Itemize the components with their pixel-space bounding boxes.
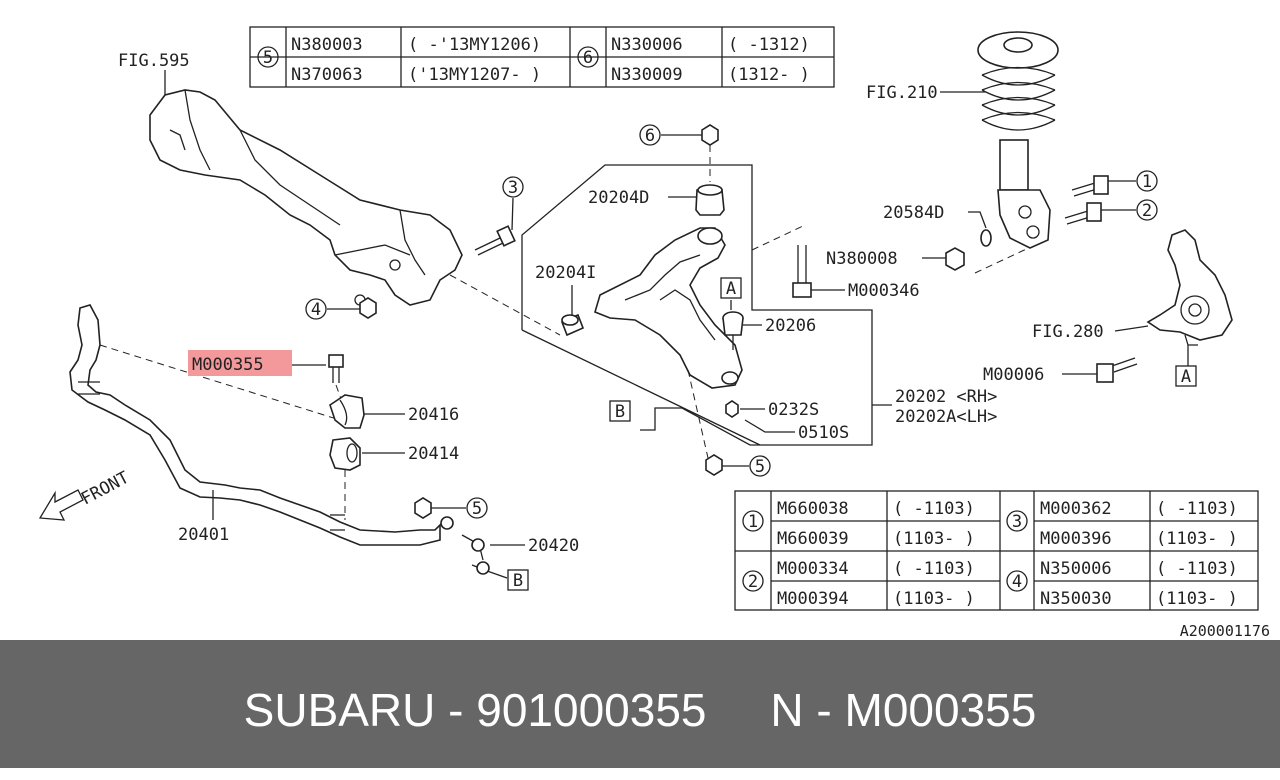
lower-arm-drawing (594, 227, 743, 389)
table-group-3-number: 3 (1012, 512, 1022, 532)
clamp-20416-drawing (329, 394, 365, 429)
table-date-range: ( -1103) (893, 559, 975, 579)
table-part-number: N330009 (611, 65, 683, 85)
table-date-range: ( -1103) (1156, 499, 1238, 519)
table-date-range: ( -'13MY1206) (408, 35, 541, 55)
table-date-range: ( -1103) (893, 499, 975, 519)
label-0510s: 0510S (798, 423, 849, 443)
stabilizer-link-20420-drawing (440, 516, 491, 575)
bolt-2-drawing (1064, 202, 1102, 225)
callout-4: 4 (311, 300, 321, 320)
label-0232s: 0232S (768, 400, 819, 420)
table-part-number: M000334 (777, 559, 849, 579)
label-fig280: FIG.280 (1032, 322, 1104, 342)
bolt-m000346-drawing (792, 245, 812, 298)
label-20204d: 20204D (588, 188, 649, 208)
nut-5-link-drawing (414, 497, 432, 519)
callout-5: 5 (472, 499, 482, 519)
table-date-range: ( -1312) (728, 35, 810, 55)
table-part-number: N370063 (291, 65, 363, 85)
callout-2: 2 (1142, 201, 1152, 221)
table-part-number: M660039 (777, 529, 849, 549)
subframe-drawing (149, 89, 463, 306)
table-group-1-number: 1 (748, 512, 758, 532)
bolt-m00006-drawing (1096, 357, 1138, 383)
table-date-range: ( -1103) (1156, 559, 1238, 579)
ref-box-a: A (1181, 367, 1191, 387)
label-20584d: 20584D (883, 203, 944, 223)
nut-n380008-drawing (945, 247, 965, 271)
label-front: FRONT (78, 468, 133, 510)
diagram-canvas: 5 N380003 ( -'13MY1206) N370063 ('13MY12… (38, 26, 1270, 640)
bolt-3-drawing (474, 225, 516, 256)
table-part-number: M000396 (1040, 529, 1112, 549)
front-arrow-icon (38, 489, 84, 521)
footer-bar: SUBARU - 901000355 N - M000355 (0, 640, 1280, 768)
footer-part-number: SUBARU - 901000355 N - M000355 (243, 684, 1037, 736)
label-20206: 20206 (765, 316, 816, 336)
stabilizer-bar-drawing (69, 304, 441, 546)
lower-arm-group-outline (521, 164, 873, 446)
diagram-id: A200001176 (1180, 622, 1270, 640)
label-20416: 20416 (408, 405, 459, 425)
bolt-m000355-drawing (328, 354, 344, 383)
table-date-range: (1103- ) (1156, 589, 1238, 609)
ref-box-b: B (513, 571, 523, 591)
label-20414: 20414 (408, 444, 459, 464)
label-m00006: M00006 (983, 365, 1044, 385)
table-part-number: N350006 (1040, 559, 1112, 579)
label-20202: 20202 <RH> (895, 387, 997, 407)
table-date-range: (1103- ) (893, 589, 975, 609)
washer-20584d-drawing (980, 229, 992, 247)
nut-0232s-drawing (725, 400, 739, 418)
ref-box-a: A (726, 279, 736, 299)
label-20401: 20401 (178, 525, 229, 545)
table-date-range: (1103- ) (1156, 529, 1238, 549)
bushing-20414-drawing (329, 437, 361, 471)
table-part-number: M000394 (777, 589, 849, 609)
callout-5: 5 (755, 457, 765, 477)
label-fig210: FIG.210 (866, 83, 938, 103)
highlight-m000355 (188, 350, 292, 376)
parts-diagram: 5 N380003 ( -'13MY1206) N370063 ('13MY12… (38, 26, 1270, 640)
callout-6: 6 (645, 126, 655, 146)
label-20204i: 20204I (535, 263, 596, 283)
label-n380008: N380008 (826, 249, 898, 269)
label-20420: 20420 (528, 536, 579, 556)
callout-3: 3 (508, 178, 518, 198)
table-part-number: N330006 (611, 35, 683, 55)
label-m000346: M000346 (848, 281, 920, 301)
callout-1: 1 (1142, 172, 1152, 192)
table-date-range: ('13MY1207- ) (408, 65, 541, 85)
nut-4-drawing (359, 297, 377, 319)
nut-5-drawing (705, 454, 723, 476)
ball-joint-20206-drawing (722, 311, 744, 350)
table-date-range: (1312- ) (728, 65, 810, 85)
table-group-5-number: 5 (263, 48, 273, 68)
table-part-number: N380003 (291, 35, 363, 55)
knuckle-drawing (1146, 229, 1233, 346)
label-20202a: 20202A<LH> (895, 407, 997, 427)
table-date-range: (1103- ) (893, 529, 975, 549)
nut-6-drawing (701, 124, 719, 146)
bolt-1-drawing (1071, 175, 1109, 197)
bushing-20204i-drawing (560, 313, 585, 337)
table-group-2-number: 2 (748, 572, 758, 592)
bushing-20204d-drawing (695, 184, 725, 216)
label-m000355-highlighted: M000355 (192, 355, 264, 375)
table-group-4-number: 4 (1012, 572, 1022, 592)
strut-drawing (977, 31, 1059, 249)
ref-box-b: B (615, 402, 625, 422)
table-part-number: N350030 (1040, 589, 1112, 609)
bottom-parts-table: 1 M660038 ( -1103) M660039 (1103- ) 2 M0… (734, 490, 1259, 611)
table-group-6-number: 6 (583, 48, 593, 68)
top-parts-table: 5 N380003 ( -'13MY1206) N370063 ('13MY12… (249, 26, 835, 88)
table-part-number: M000362 (1040, 499, 1112, 519)
label-fig595: FIG.595 (118, 51, 190, 71)
table-part-number: M660038 (777, 499, 849, 519)
